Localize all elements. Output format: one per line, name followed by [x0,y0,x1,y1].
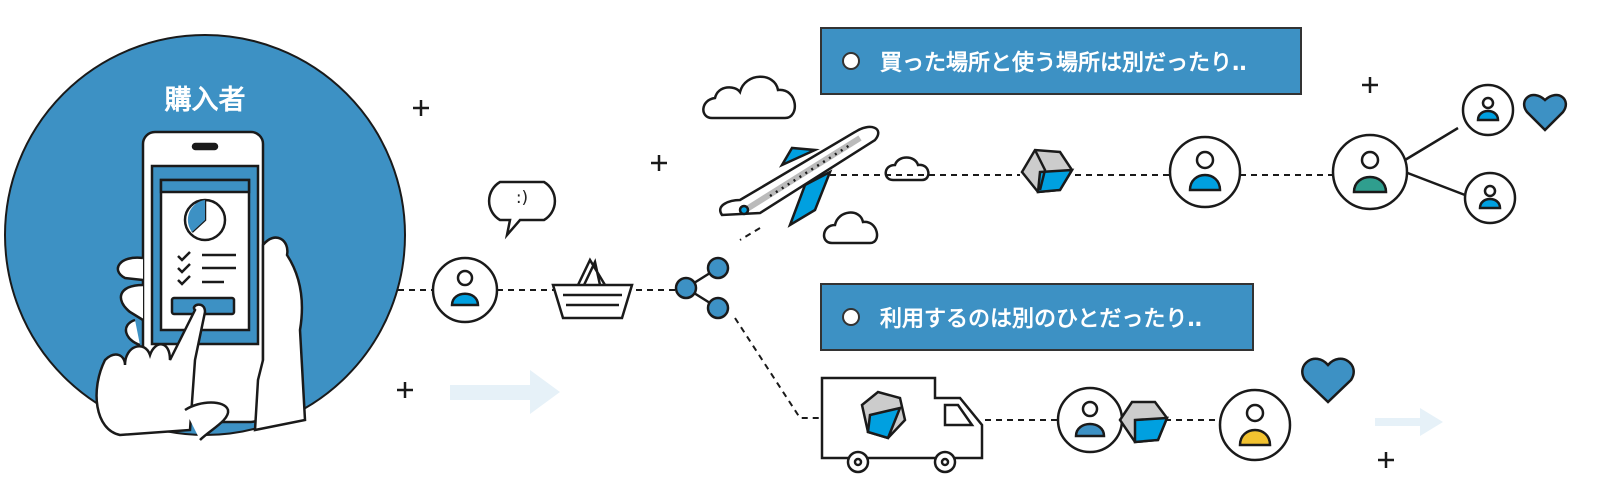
shopping-basket-icon [551,257,634,320]
end-user-avatar [1218,388,1292,462]
heart-icon-2 [1301,357,1355,404]
plus-decorations [397,77,1394,468]
customer-avatar [431,256,499,324]
recipient-avatar [1168,135,1242,209]
delivery-truck-icon [820,376,984,474]
airplane-icon [719,125,880,241]
user-avatar-bottom [1056,386,1124,454]
heart-icon [1522,93,1568,132]
buyer-label: 購入者 [164,85,246,116]
package-box-icon-2 [1118,400,1169,444]
banner-text: 買った場所と使う場所は別だったり‥ [880,51,1247,76]
speech-bubble-text: :) [515,188,529,208]
banner-different-place: 買った場所と使う場所は別だったり‥ [820,27,1302,95]
shared-user-avatar [1331,83,1517,225]
speech-bubble [487,180,557,240]
bullet-icon [842,52,860,70]
banner-text: 利用するのは別のひとだったり‥ [880,307,1203,332]
banner-different-person: 利用するのは別のひとだったり‥ [820,283,1254,351]
hands-icon [95,236,307,441]
share-icon [674,256,730,320]
package-box-icon [1020,148,1075,194]
arrow-right-light [450,370,560,414]
arrow-right-light-2 [1375,408,1443,436]
bullet-icon [842,308,860,326]
